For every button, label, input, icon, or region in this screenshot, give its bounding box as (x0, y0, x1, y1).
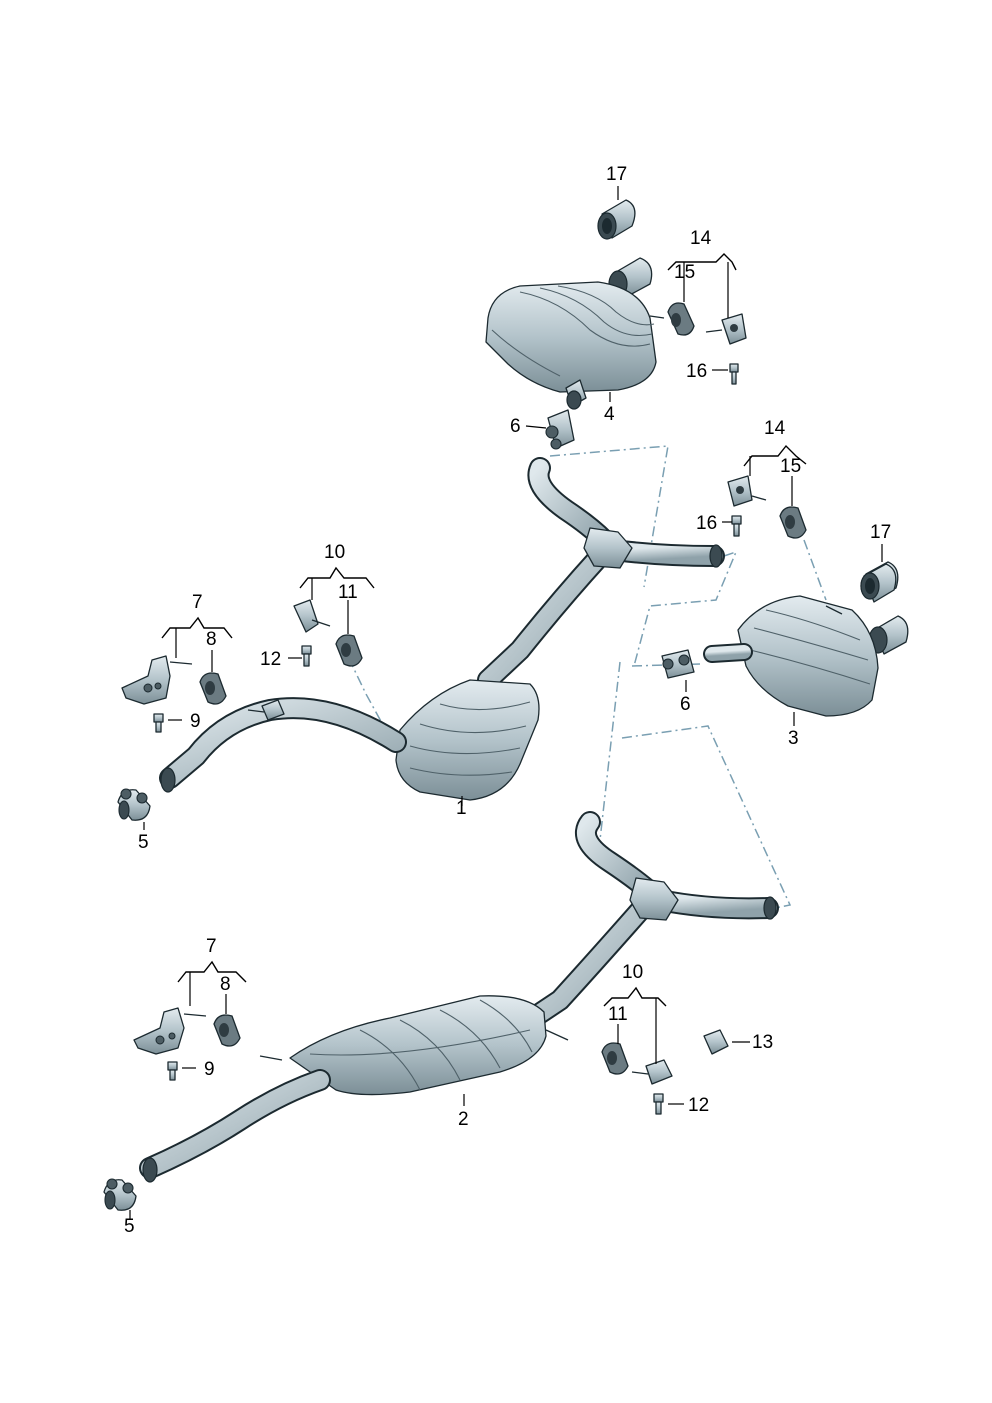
label-17-right: 17 (870, 522, 891, 543)
mounting-bracket-upper (705, 313, 747, 345)
label-10-lower: 10 (622, 962, 643, 983)
rear-silencer-upper (485, 257, 665, 410)
label-14-upper: 14 (690, 228, 712, 249)
front-exhaust-assembly (159, 457, 725, 801)
label-3: 3 (788, 728, 799, 749)
hanger-bracket-upper-left (121, 655, 193, 705)
rubber-mount-right (779, 506, 807, 539)
hanger-bracket-lower-left (133, 1007, 207, 1055)
mounting-bracket-lower-right (631, 1059, 673, 1085)
rubber-mount-upper-left (199, 672, 227, 705)
label-15-upper: 15 (674, 262, 695, 283)
bolt-upper-9 (153, 713, 164, 733)
label-12-upper: 12 (260, 649, 281, 670)
label-16-upper: 16 (686, 361, 707, 382)
label-11-upper: 11 (338, 582, 358, 603)
pipe-clamp-front-lower (103, 1178, 137, 1211)
label-5-lower: 5 (124, 1216, 135, 1237)
label-5-upper: 5 (138, 832, 149, 853)
part-labels: 17 14 15 16 4 6 14 15 16 17 10 11 7 8 12… (124, 164, 891, 1237)
label-17-upper: 17 (606, 164, 627, 185)
bolt-upper-12 (301, 645, 312, 667)
label-13: 13 (752, 1032, 773, 1053)
rubber-mount-upper (667, 302, 695, 336)
pipe-clamp-front-upper (117, 788, 151, 821)
bolt-upper-16 (729, 363, 739, 385)
label-8-lower: 8 (220, 974, 231, 995)
speed-nut-13 (703, 1029, 729, 1055)
pipe-clamp-upper (545, 409, 575, 450)
tailpipe-tip-upper (597, 199, 636, 240)
rubber-mount-lower-right (601, 1042, 629, 1075)
lower-exhaust-assembly (139, 811, 779, 1183)
rubber-mount-lower-left (213, 1014, 241, 1047)
mounting-bracket-right (727, 475, 767, 507)
label-15-right: 15 (780, 456, 801, 477)
tailpipe-tip-right (860, 563, 897, 603)
callout-lines (129, 186, 883, 1220)
mounting-bracket-upper-mid (293, 599, 331, 633)
label-1: 1 (456, 798, 467, 819)
bolt-lower-9 (167, 1061, 178, 1081)
label-2: 2 (458, 1109, 469, 1130)
label-7-lower: 7 (206, 936, 217, 957)
bolt-right-16 (731, 515, 742, 537)
label-14-right: 14 (764, 418, 786, 439)
bolt-lower-12 (653, 1093, 664, 1115)
pipe-clamp-right (661, 649, 695, 679)
label-6-right: 6 (680, 694, 691, 715)
label-12-lower: 12 (688, 1095, 709, 1116)
label-16-right: 16 (696, 513, 717, 534)
label-6-upper: 6 (510, 416, 521, 437)
label-7-upper: 7 (192, 592, 203, 613)
label-10-upper: 10 (324, 542, 345, 563)
label-9-upper: 9 (190, 711, 201, 732)
label-9-lower: 9 (204, 1059, 215, 1080)
rubber-mount-upper-mid (335, 634, 363, 667)
label-8-upper: 8 (206, 629, 217, 650)
label-11-lower: 11 (608, 1004, 628, 1025)
label-4: 4 (604, 404, 615, 425)
